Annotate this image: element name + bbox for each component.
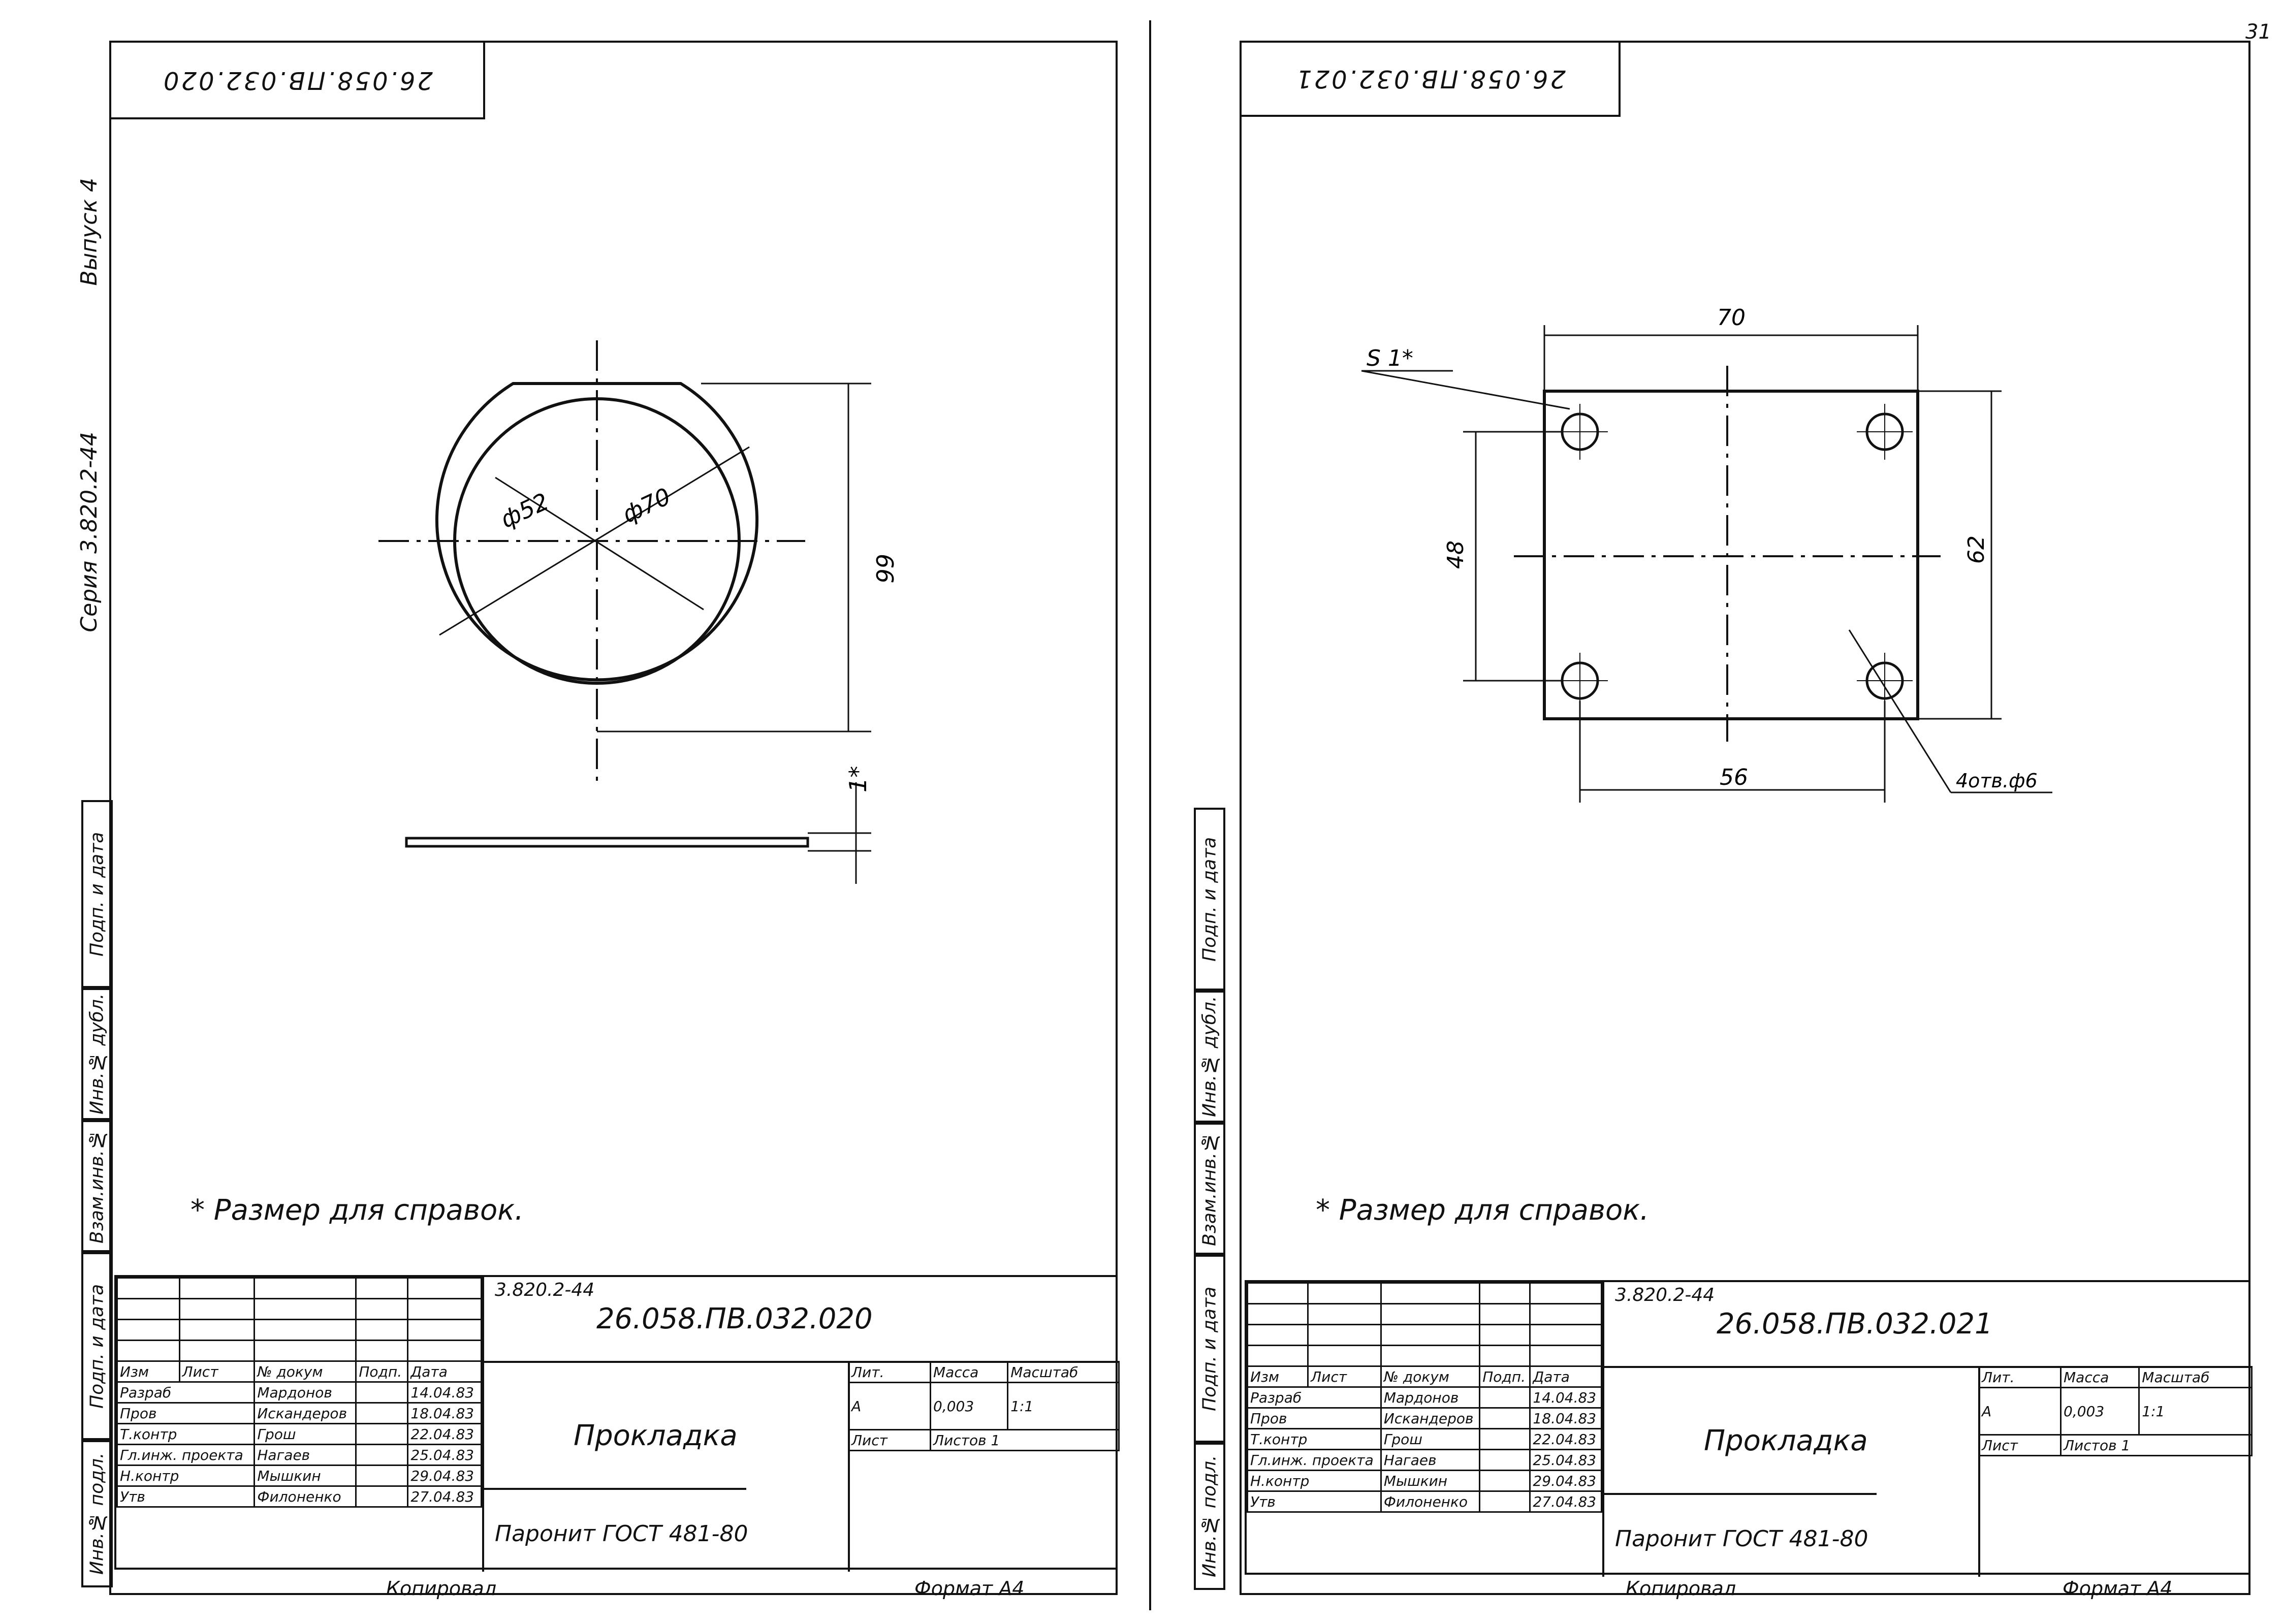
side-box-sign-date-2: Подп. и дата bbox=[81, 1252, 113, 1440]
dim-holes: 4отв.ф6 bbox=[1956, 770, 2038, 792]
dim-height: 66 bbox=[871, 554, 898, 584]
side-box-sign-date-2-b: Подп. и дата bbox=[1194, 1255, 1225, 1443]
series-label: Серия 3.820.2-44 bbox=[76, 432, 102, 632]
dim-s-thickness: S 1* bbox=[1367, 345, 1413, 371]
tb2-name: Прокладка bbox=[1704, 1424, 1868, 1457]
tb1-material: Паронит ГОСТ 481-80 bbox=[495, 1521, 748, 1547]
tb2-designation: 26.058.ПВ.032.021 bbox=[1717, 1308, 1993, 1341]
side-box-sign-date-1: Подп. и дата bbox=[81, 800, 113, 988]
sheet-2-frame bbox=[1240, 41, 2250, 1595]
side-box-dup-inv-b: Инв.№ дубл. bbox=[1194, 991, 1225, 1123]
tb1-format: Формат А4 bbox=[914, 1577, 1025, 1600]
sheet-2-stamp: 26.058.ПВ.032.021 bbox=[1240, 41, 1621, 117]
side-box-orig-inv-b: Инв.№ подл. bbox=[1194, 1443, 1225, 1590]
sheet-divider bbox=[1149, 20, 1151, 1610]
tb2-format: Формат А4 bbox=[2063, 1577, 2173, 1600]
side-box-orig-inv: Инв.№ подл. bbox=[81, 1440, 113, 1587]
issue-label: Выпуск 4 bbox=[76, 178, 102, 286]
dim-inner-diameter: ф52 bbox=[496, 488, 553, 533]
sheet-1-drawing: ф52 ф70 66 1* bbox=[378, 340, 898, 884]
sheet-1-stamp: 26.058.ПВ.032.020 bbox=[109, 41, 485, 119]
tb1-name: Прокладка bbox=[574, 1419, 738, 1452]
side-box-dup-inv: Инв.№ дубл. bbox=[81, 988, 113, 1120]
tb2-copied: Копировал bbox=[1626, 1577, 1736, 1600]
page-number: 31 bbox=[2245, 20, 2271, 44]
side-box-sign-date-1-b: Подп. и дата bbox=[1194, 808, 1225, 991]
sheet-1-frame bbox=[109, 41, 1118, 1595]
dim-width: 70 bbox=[1717, 305, 1746, 331]
dim-height: 62 bbox=[1963, 535, 1989, 564]
tb2-material: Паронит ГОСТ 481-80 bbox=[1615, 1526, 1868, 1552]
dim-outer-diameter: ф70 bbox=[618, 483, 675, 528]
dim-thickness: 1* bbox=[844, 766, 872, 792]
tb1-designation: 26.058.ПВ.032.020 bbox=[596, 1302, 873, 1335]
dim-hole-h: 56 bbox=[1720, 765, 1748, 790]
tb1-copied: Копировал bbox=[386, 1577, 497, 1600]
side-box-repl-inv-b: Взам.инв.№ bbox=[1194, 1123, 1225, 1255]
side-box-repl-inv: Взам.инв.№ bbox=[81, 1120, 113, 1252]
sheet-1-note: * Размер для справок. bbox=[191, 1194, 524, 1227]
tb1-series: 3.820.2-44 bbox=[495, 1280, 595, 1300]
sheet-2-note: * Размер для справок. bbox=[1316, 1194, 1649, 1227]
dim-hole-v: 48 bbox=[1443, 540, 1469, 569]
sheet-2-drawing: 70 S 1* 48 62 56 4отв.ф6 bbox=[1361, 305, 2052, 803]
tb2-series: 3.820.2-44 bbox=[1615, 1285, 1715, 1305]
